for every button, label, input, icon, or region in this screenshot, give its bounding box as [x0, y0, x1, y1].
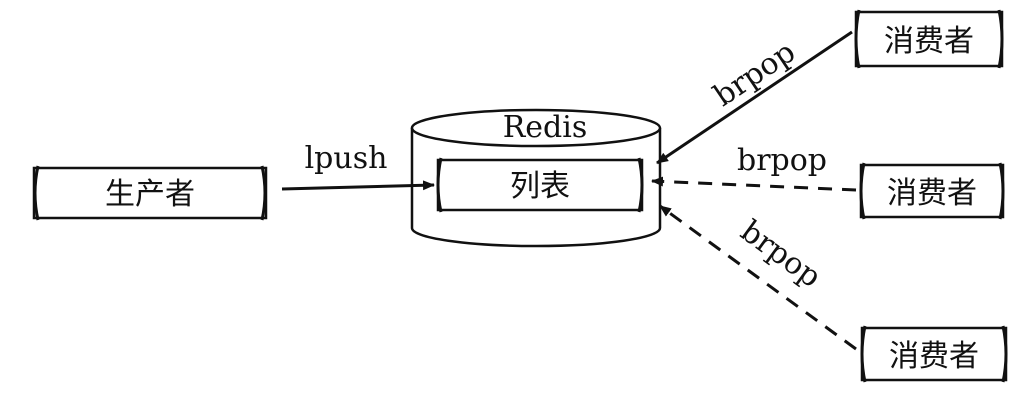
redis-node: Redis 列表 [410, 108, 662, 248]
producer-label: 生产者 [105, 177, 195, 212]
edge-label-brpop: brpop [734, 214, 827, 295]
edge-label-lpush: lpush [305, 141, 388, 176]
consumer-label: 消费者 [884, 24, 974, 59]
consumer-label: 消费者 [889, 339, 979, 374]
consumer-label: 消费者 [887, 176, 977, 211]
edge-lpush: lpush [281, 141, 435, 191]
edge-label-brpop: brpop [737, 143, 827, 178]
list-node: 列表 [436, 157, 644, 213]
list-label: 列表 [510, 169, 570, 204]
edge-brpop-middle: brpop [651, 143, 857, 192]
consumer-node-top: 消费者 [854, 9, 1004, 69]
edge-brpop-bottom: brpop [659, 204, 857, 351]
producer-node: 生产者 [32, 165, 268, 221]
consumer-node-bottom: 消费者 [860, 325, 1008, 383]
consumer-node-middle: 消费者 [859, 162, 1005, 220]
redis-label: Redis [503, 110, 588, 145]
